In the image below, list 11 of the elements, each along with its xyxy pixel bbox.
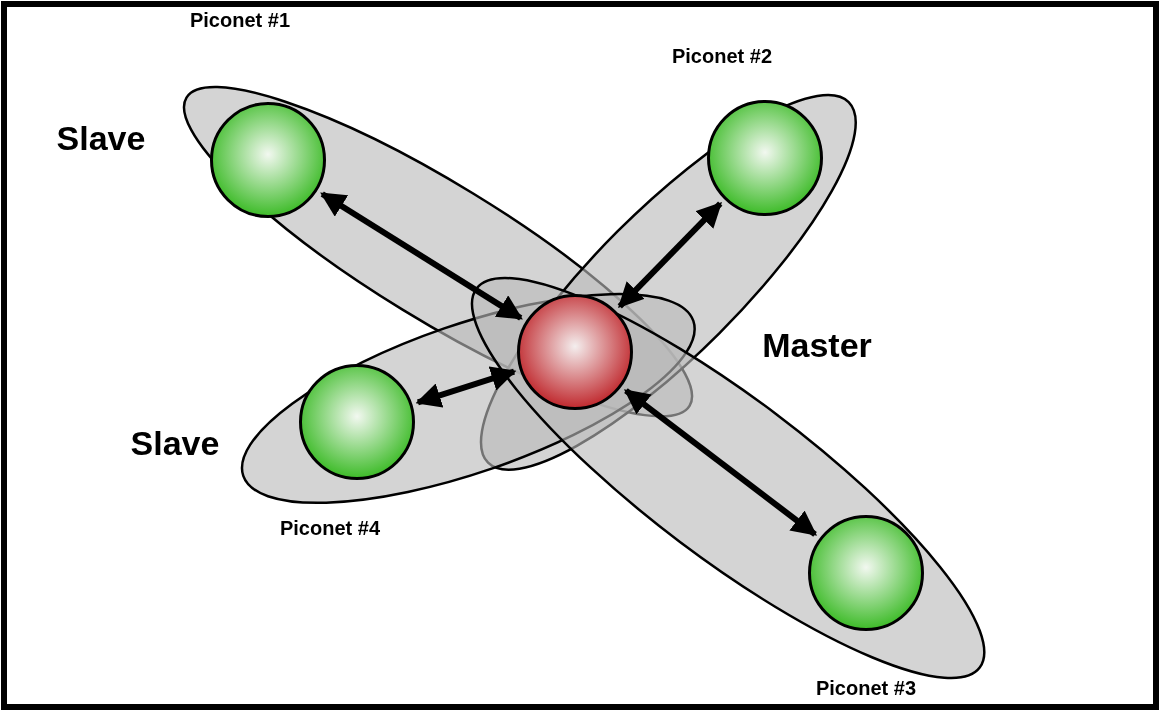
piconet-label: Piconet #4 bbox=[279, 516, 380, 540]
role-label: Master bbox=[762, 325, 872, 365]
double-arrow bbox=[415, 366, 517, 408]
role-label: Slave bbox=[130, 423, 220, 463]
double-arrow bbox=[320, 191, 523, 321]
piconet-label: Piconet #1 bbox=[189, 8, 290, 32]
double-arrow bbox=[617, 201, 723, 309]
piconet-label: Piconet #3 bbox=[815, 676, 916, 700]
double-arrow bbox=[623, 388, 818, 537]
role-label: Slave bbox=[56, 118, 146, 158]
piconet-label: Piconet #2 bbox=[671, 44, 772, 68]
